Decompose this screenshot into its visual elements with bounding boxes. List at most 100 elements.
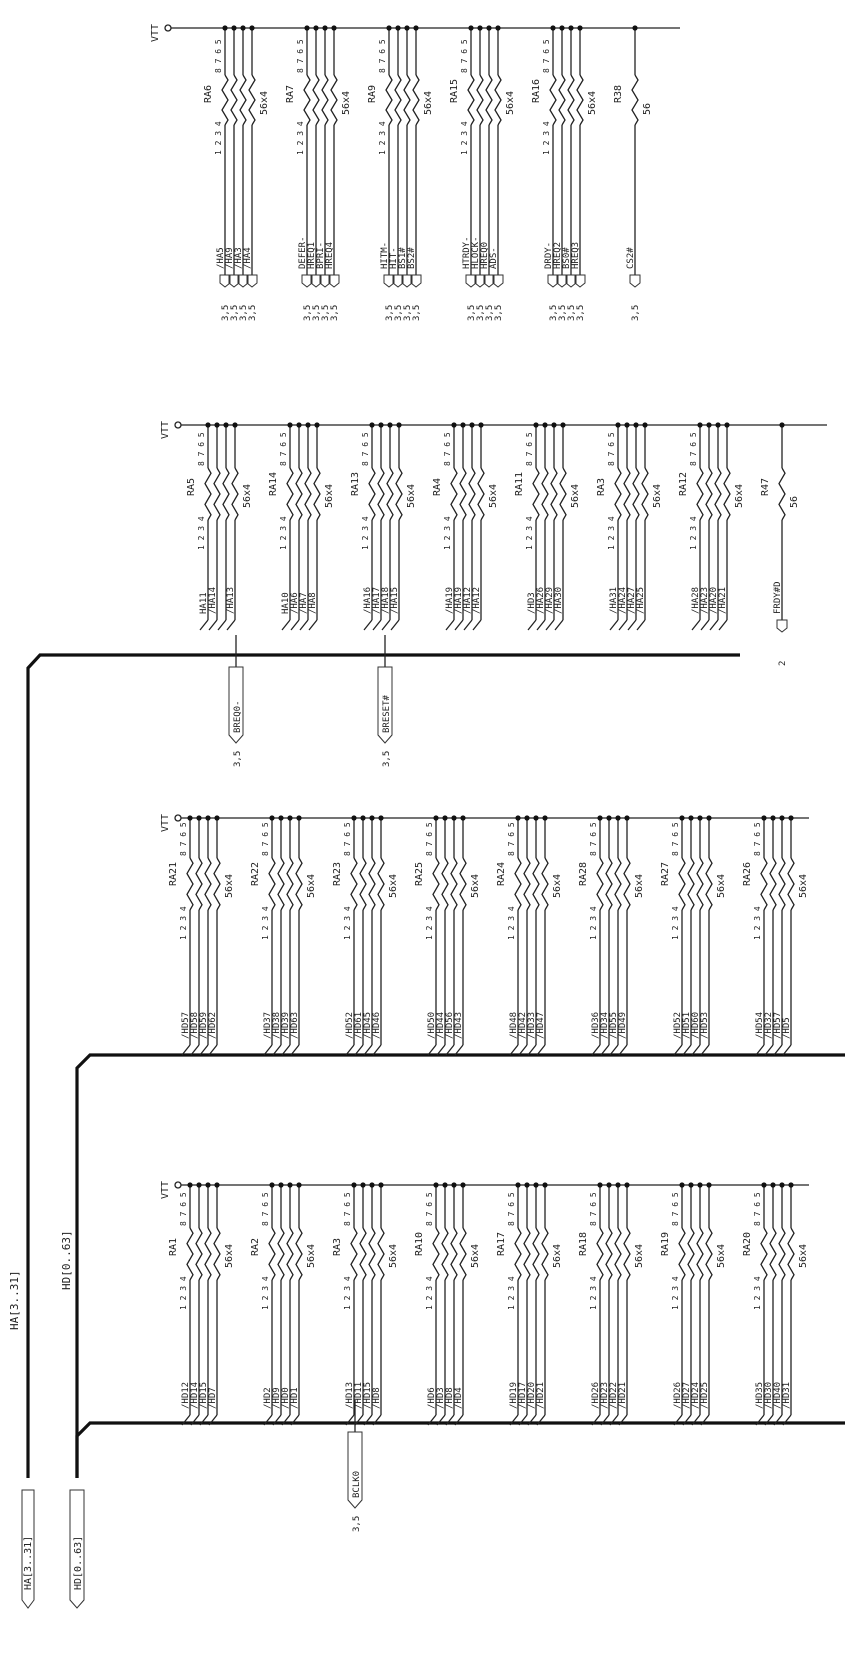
resistor-element — [549, 74, 557, 126]
resistor-element — [778, 467, 786, 521]
port-breset-[interactable]: BRESET#3,5 — [377, 635, 393, 767]
ha-bus-port-flag[interactable] — [21, 1489, 35, 1609]
bus-entry — [208, 1414, 218, 1426]
ref-designator: RA1 — [168, 1238, 179, 1256]
resistor-element — [523, 1227, 531, 1281]
signal-label: /HD19 — [509, 1382, 519, 1409]
junction-dot — [232, 422, 238, 428]
offpage-connector-icon[interactable] — [547, 274, 559, 288]
offpage-connector-icon[interactable] — [483, 274, 495, 288]
junction-dot — [624, 815, 630, 821]
hd-bus-label: HD[0..63] — [60, 1230, 73, 1290]
resistor-element — [623, 467, 631, 521]
offpage-connector-icon[interactable] — [565, 274, 577, 288]
offpage-connector-icon[interactable] — [556, 274, 568, 288]
resistor-element — [432, 1227, 440, 1281]
signal-label: /HD63 — [290, 1012, 300, 1039]
junction-dot — [779, 422, 785, 428]
junction-dot — [606, 815, 612, 821]
port-breq0-[interactable]: BREQ0-3,5 — [228, 635, 244, 767]
signal-label: /HD20 — [527, 1382, 537, 1409]
offpage-connector-icon[interactable] — [328, 274, 340, 288]
offpage-connector-icon[interactable] — [228, 274, 240, 288]
pin-numbers-top: 8 7 6 5 — [425, 822, 434, 856]
signal-label: /HD43 — [454, 1012, 464, 1039]
offpage-connector-icon[interactable] — [246, 274, 258, 288]
pin-numbers-bottom: 1 2 3 4 — [261, 1276, 270, 1310]
signal-label: /HA13 — [226, 587, 236, 614]
junction-dot — [761, 815, 767, 821]
vtt-node-icon — [164, 24, 172, 32]
port-flag-icon — [228, 666, 244, 744]
page-ref: 3,5 — [558, 305, 568, 321]
ref-designator: RA13 — [350, 472, 361, 496]
offpage-connector-icon[interactable] — [219, 274, 231, 288]
offpage-connector-icon[interactable] — [492, 274, 504, 288]
junction-dot — [269, 815, 275, 821]
signal-label: /HD24 — [691, 1382, 701, 1409]
offpage-connector-icon[interactable] — [465, 274, 477, 288]
resistor-element — [494, 74, 502, 126]
offpage-connector-icon[interactable] — [392, 274, 404, 288]
hd-bus-port-flag[interactable] — [69, 1489, 85, 1609]
bus-entry — [445, 1044, 455, 1056]
resistor-element — [312, 74, 320, 126]
offpage-connector-icon[interactable] — [310, 274, 322, 288]
bus-entry — [363, 1414, 373, 1426]
signal-label: /HA21 — [718, 587, 728, 614]
offpage-connector-icon[interactable] — [474, 274, 486, 288]
offpage-connector-icon[interactable] — [237, 274, 249, 288]
bus-entry — [463, 619, 473, 631]
offpage-connector-icon[interactable] — [776, 619, 788, 633]
offpage-connector-icon[interactable] — [410, 274, 422, 288]
offpage-connector-icon[interactable] — [574, 274, 586, 288]
junction-dot — [597, 1182, 603, 1188]
offpage-connector-icon[interactable] — [383, 274, 395, 288]
resistor-element — [412, 74, 420, 126]
offpage-connector-icon[interactable] — [319, 274, 331, 288]
bus-entry — [281, 1044, 291, 1056]
offpage-connector-icon[interactable] — [629, 274, 641, 288]
bus-entry — [345, 1414, 355, 1426]
offpage-connector-icon[interactable] — [401, 274, 413, 288]
page-ref: 3,5 — [549, 305, 559, 321]
signal-label: /HD57 — [181, 1012, 191, 1039]
resistor-element — [231, 467, 239, 521]
offpage-connector-icon[interactable] — [301, 274, 313, 288]
signal-label: /HA3 — [234, 247, 244, 269]
bus-entry — [263, 1414, 273, 1426]
resistor-element — [459, 857, 467, 911]
junction-dot — [524, 1182, 530, 1188]
